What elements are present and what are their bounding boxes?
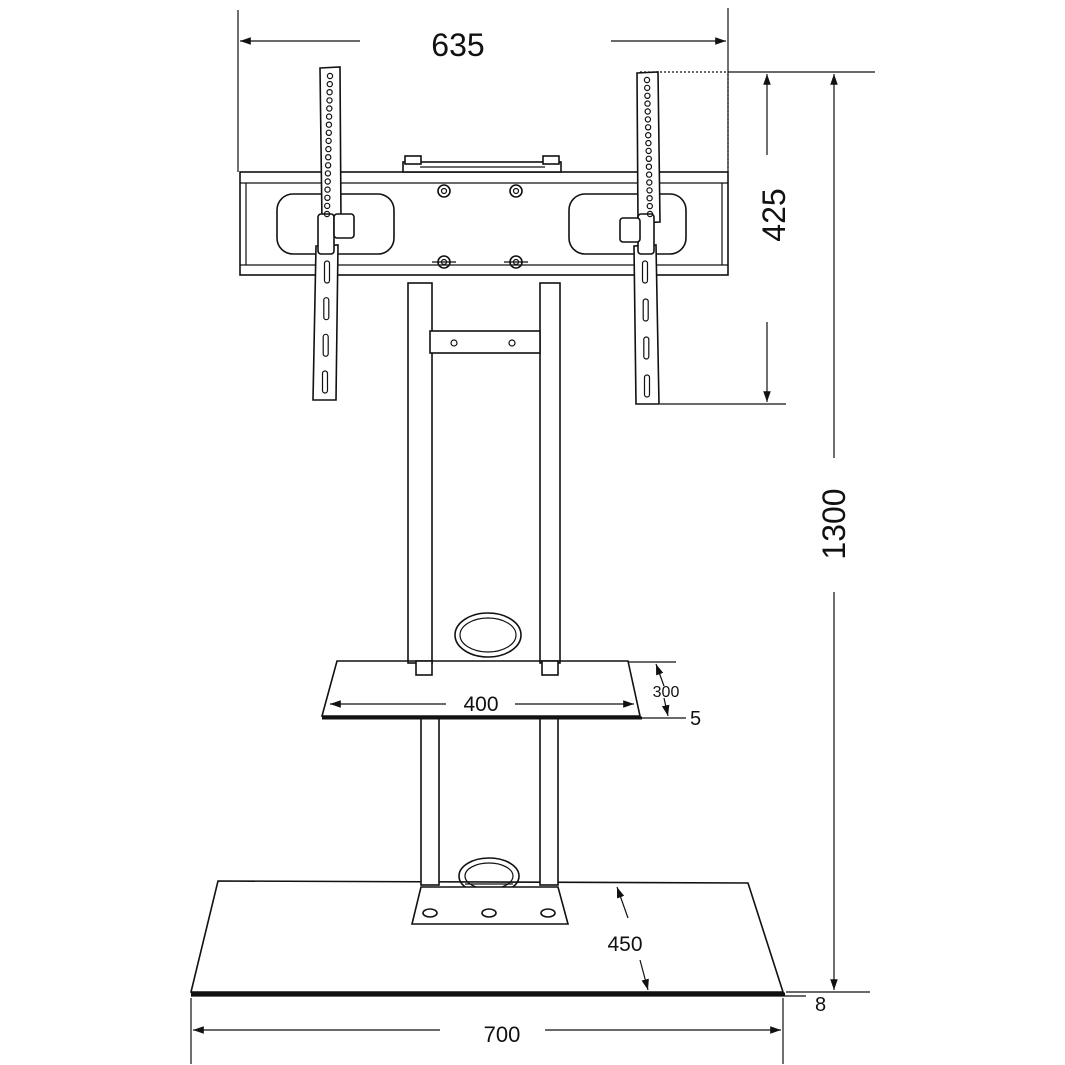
arm-hole	[325, 145, 332, 153]
dimension-total-height: 1300	[786, 74, 870, 993]
dim-label-450: 450	[607, 933, 642, 956]
arm-slot	[643, 374, 651, 398]
arm-hole	[645, 139, 652, 147]
arm-hole	[326, 97, 333, 104]
dimension-shelf-depth: 300 5	[653, 663, 701, 730]
dimension-base-depth: 450	[607, 886, 649, 991]
dimension-shelf-width: 400	[330, 693, 634, 716]
arm-hole	[643, 76, 651, 84]
arm-hole	[644, 116, 652, 123]
dim-label-700: 700	[484, 1022, 521, 1047]
arm-hole	[323, 210, 331, 218]
dim-label-1300: 1300	[816, 488, 852, 559]
dim-label-425: 425	[756, 188, 792, 241]
dim-label-300: 300	[653, 684, 680, 701]
arm-hole	[326, 80, 333, 88]
base-plate	[189, 880, 806, 997]
arm-slot	[641, 260, 649, 284]
arm-hole	[324, 194, 331, 201]
arm-hole	[644, 100, 651, 107]
arm-hole	[325, 113, 333, 120]
arm-hole	[646, 187, 653, 194]
arm-hole	[325, 137, 332, 145]
dim-label-8: 8	[815, 994, 826, 1016]
left-mounting-arm	[312, 66, 355, 401]
arm-hole	[645, 171, 653, 178]
arm-hole	[646, 210, 654, 218]
base-bracket	[410, 886, 570, 925]
arm-hole	[644, 92, 651, 100]
arm-hole	[646, 179, 653, 186]
arm-hole	[646, 194, 653, 202]
arm-hole	[324, 170, 332, 177]
arm-slot	[323, 297, 330, 321]
arm-hole	[325, 129, 332, 136]
arm-hole	[645, 155, 653, 162]
arm-hole	[326, 88, 333, 96]
upper-column	[407, 282, 561, 664]
arm-hole	[645, 163, 653, 170]
arm-hole	[326, 72, 334, 80]
lower-column	[420, 716, 559, 895]
arm-hole	[644, 108, 651, 115]
arm-hole	[324, 178, 331, 185]
arm-hole	[326, 105, 333, 112]
arm-hole	[325, 121, 333, 128]
glass-shelf	[320, 660, 686, 720]
arm-hole	[324, 162, 332, 169]
arm-slot	[322, 333, 329, 357]
arm-hole	[645, 147, 652, 155]
arm-slot	[321, 370, 329, 394]
arm-slot	[323, 260, 331, 284]
arm-hole	[644, 84, 651, 92]
arm-hole	[324, 202, 331, 210]
arm-hole	[646, 202, 654, 210]
arm-hole	[645, 131, 652, 139]
arm-hole	[325, 153, 332, 161]
dimension-base-width: 700 8	[190, 994, 826, 1064]
dim-label-5: 5	[690, 708, 701, 730]
arm-slot	[642, 298, 649, 322]
dim-label-635: 635	[431, 27, 484, 63]
arm-slot	[643, 336, 650, 360]
right-mounting-arm	[619, 71, 661, 405]
arm-hole	[324, 186, 331, 193]
dimension-mount-height: 425	[640, 71, 875, 405]
dim-label-400: 400	[463, 693, 498, 716]
arm-hole	[644, 124, 652, 131]
